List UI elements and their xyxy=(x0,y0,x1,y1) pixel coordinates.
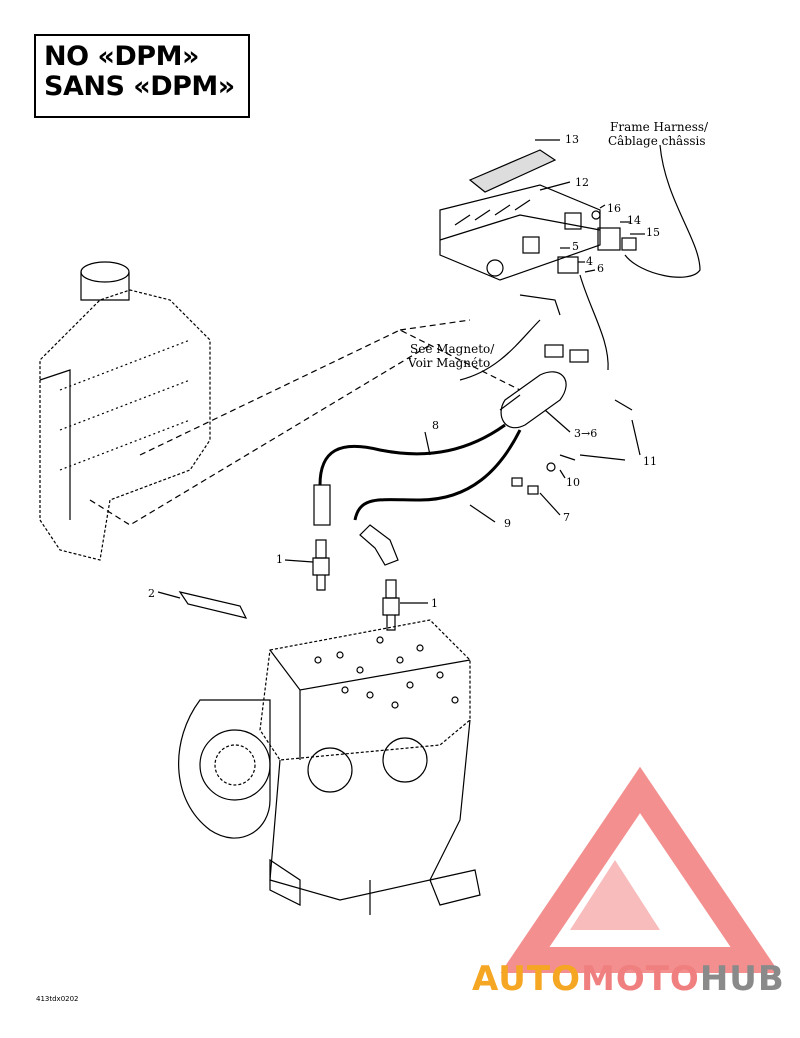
callout-10: 10 xyxy=(566,476,580,489)
callout-9: 9 xyxy=(504,517,511,530)
frame-harness-label-en: Frame Harness/ xyxy=(610,120,709,134)
spark-plug-left xyxy=(312,539,330,591)
callout-1-right: 1 xyxy=(431,597,438,610)
decal xyxy=(468,149,557,193)
watermark-text: AUTOMOTOHUB xyxy=(472,959,785,999)
callout-11: 11 xyxy=(643,455,657,468)
callout-15: 15 xyxy=(646,226,660,239)
title-box: NO «DPM» SANS «DPM» xyxy=(34,34,250,118)
watermark-moto: MOTO xyxy=(581,959,700,999)
engine xyxy=(178,619,481,915)
watermark-hub: HUB xyxy=(700,959,785,999)
ignition-module xyxy=(439,184,601,281)
watermark-logo-icon xyxy=(500,766,780,973)
see-magneto-label-en: See Magneto/ xyxy=(410,342,495,356)
callout-4: 4 xyxy=(586,255,593,268)
callout-14: 14 xyxy=(627,214,641,227)
ignition-coil xyxy=(499,344,589,429)
callout-1-left: 1 xyxy=(276,553,283,566)
callout-3-6: 3→6 xyxy=(574,427,597,440)
title-line-1: NO «DPM» xyxy=(44,41,199,72)
callout-7: 7 xyxy=(563,511,570,524)
callout-16: 16 xyxy=(607,202,621,215)
drawing-code: 413tdx0202 xyxy=(36,995,79,1003)
callout-5: 5 xyxy=(572,240,579,253)
spark-plug-right xyxy=(382,579,400,631)
callout-12: 12 xyxy=(575,176,589,189)
frame-harness-label-fr: Câblage châssis xyxy=(608,134,706,148)
callout-13: 13 xyxy=(565,133,579,146)
callout-6: 6 xyxy=(597,262,604,275)
oil-tank xyxy=(39,261,211,561)
callout-8: 8 xyxy=(432,419,439,432)
title-line-2: SANS «DPM» xyxy=(44,71,235,102)
watermark-auto: AUTO xyxy=(472,959,581,999)
callout-2: 2 xyxy=(148,587,155,600)
see-magneto-label-fr: Voir Magnéto xyxy=(407,356,490,370)
